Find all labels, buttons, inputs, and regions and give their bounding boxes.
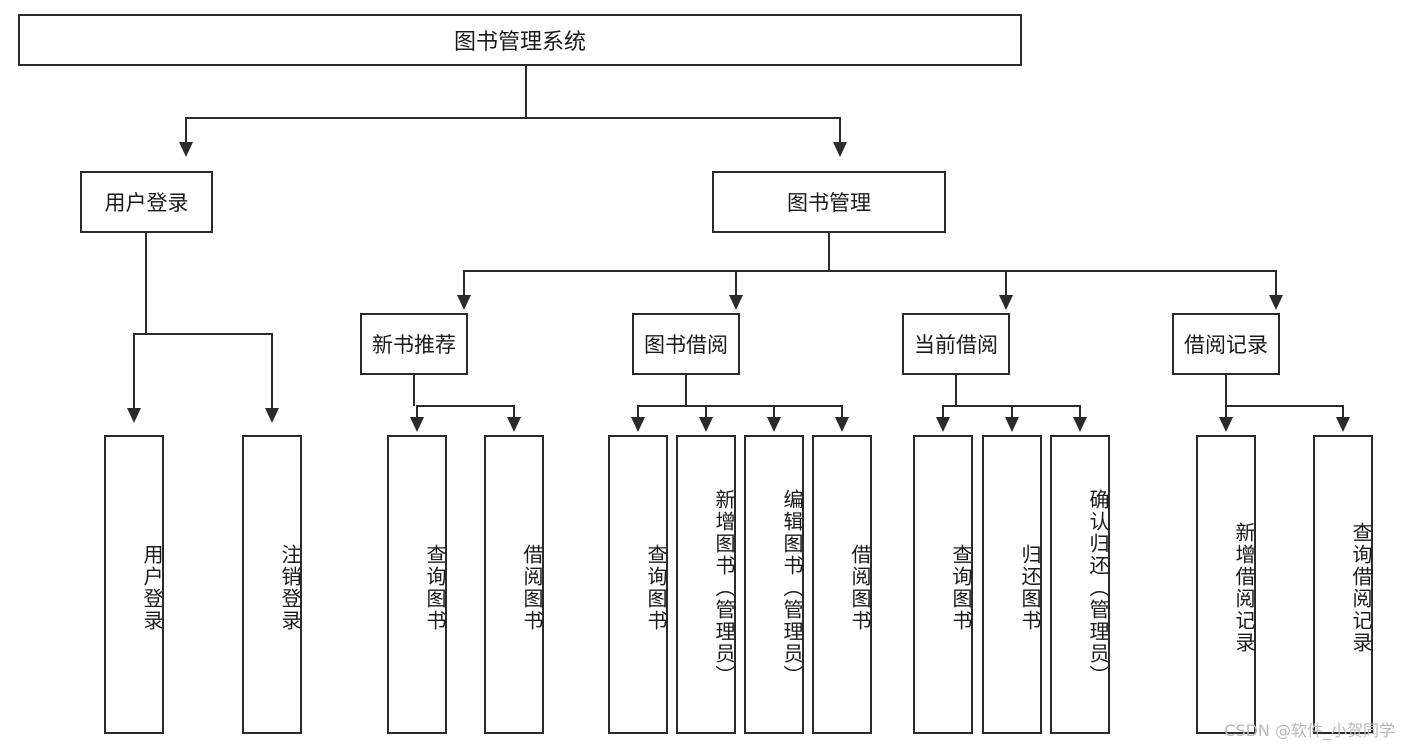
connector-borrow-record-leaf1 — [1225, 405, 1227, 419]
leaf-label: 归还图书 — [1018, 543, 1042, 632]
leaf-query-borrow-record[interactable]: 查询借阅记录 — [1313, 435, 1373, 734]
connector-new-books-bus — [416, 405, 514, 407]
leaf-label: 查询图书 — [644, 543, 668, 632]
node-root[interactable]: 图书管理系统 — [18, 14, 1022, 66]
arrow-to-borrow-record — [1269, 295, 1283, 310]
arrow-to-book-mgmt — [833, 142, 847, 157]
connector-current-borrow-stem — [955, 375, 957, 406]
connector-to-user-login — [185, 117, 187, 144]
connector-book-borrow-leaf1 — [637, 405, 639, 419]
connector-user-login-leaf2 — [271, 333, 273, 410]
connector-current-borrow-leaf1 — [942, 405, 944, 419]
connector-borrow-record-leaf2 — [1342, 405, 1344, 419]
arrow-current-borrow-leaf3 — [1073, 417, 1087, 432]
leaf-label: 新增借阅记录 — [1232, 521, 1256, 654]
leaf-label: 确认归还（管理员） — [1086, 488, 1110, 687]
leaf-add-book-admin[interactable]: 新增图书（管理员） — [676, 435, 736, 734]
node-borrow-record[interactable]: 借阅记录 — [1172, 313, 1280, 375]
node-book-borrow[interactable]: 图书借阅 — [632, 313, 740, 375]
leaf-query-books-current[interactable]: 查询图书 — [913, 435, 973, 734]
connector-book-borrow-bus — [637, 405, 842, 407]
connector-borrow-record-bus — [1225, 405, 1343, 407]
leaf-label: 查询借阅记录 — [1349, 521, 1373, 654]
connector-new-books-leaf1 — [416, 405, 418, 419]
connector-borrow-record-stem — [1225, 375, 1227, 406]
connector-root-stem — [525, 66, 527, 118]
leaf-query-books-borrow[interactable]: 查询图书 — [608, 435, 668, 734]
arrow-new-books-leaf2 — [507, 417, 521, 432]
connector-to-book-borrow — [735, 270, 737, 297]
connector-book-borrow-leaf4 — [841, 405, 843, 419]
arrow-user-login-leaf2 — [265, 408, 279, 423]
arrow-to-user-login — [179, 142, 193, 157]
connector-current-borrow-leaf3 — [1079, 405, 1081, 419]
connector-level2-bus — [463, 270, 1277, 272]
arrow-borrow-record-leaf1 — [1219, 417, 1233, 432]
watermark-text: CSDN @软件_小贺同学 — [1224, 721, 1395, 740]
node-book-management[interactable]: 图书管理 — [712, 171, 946, 233]
connector-new-books-stem — [413, 375, 415, 406]
leaf-borrow-books[interactable]: 借阅图书 — [812, 435, 872, 734]
arrow-to-book-borrow — [729, 295, 743, 310]
connector-book-borrow-leaf3 — [773, 405, 775, 419]
leaf-label: 用户登录 — [140, 543, 164, 632]
leaf-label: 借阅图书 — [848, 543, 872, 632]
arrow-book-borrow-leaf3 — [767, 417, 781, 432]
arrow-to-current-borrow — [999, 295, 1013, 310]
node-user-login[interactable]: 用户登录 — [80, 171, 213, 233]
connector-user-login-bus — [133, 333, 273, 335]
connector-to-book-mgmt — [839, 117, 841, 144]
leaf-add-borrow-record[interactable]: 新增借阅记录 — [1196, 435, 1256, 734]
arrow-book-borrow-leaf1 — [631, 417, 645, 432]
arrow-current-borrow-leaf1 — [936, 417, 950, 432]
arrow-borrow-record-leaf2 — [1336, 417, 1350, 432]
connector-book-borrow-stem — [685, 375, 687, 406]
arrow-book-borrow-leaf4 — [835, 417, 849, 432]
leaf-label: 借阅图书 — [520, 543, 544, 632]
leaf-return-books[interactable]: 归还图书 — [982, 435, 1042, 734]
leaf-label: 注销登录 — [278, 543, 302, 632]
arrow-user-login-leaf1 — [127, 408, 141, 423]
arrow-book-borrow-leaf2 — [699, 417, 713, 432]
connector-to-borrow-record — [1275, 270, 1277, 297]
connector-user-login-stem — [145, 233, 147, 334]
leaf-confirm-return-admin[interactable]: 确认归还（管理员） — [1050, 435, 1110, 734]
connector-level1-bus — [185, 117, 841, 119]
node-current-borrow[interactable]: 当前借阅 — [902, 313, 1010, 375]
connector-user-login-leaf1 — [133, 333, 135, 410]
connector-book-mgmt-stem — [828, 233, 830, 271]
leaf-label: 编辑图书（管理员） — [780, 488, 804, 687]
leaf-logout[interactable]: 注销登录 — [242, 435, 302, 734]
arrow-new-books-leaf1 — [410, 417, 424, 432]
leaf-label: 查询图书 — [949, 543, 973, 632]
connector-current-borrow-leaf2 — [1011, 405, 1013, 419]
leaf-label: 新增图书（管理员） — [712, 488, 736, 687]
connector-to-current-borrow — [1005, 270, 1007, 297]
leaf-label: 查询图书 — [423, 543, 447, 632]
connector-to-new-books — [463, 270, 465, 297]
leaf-user-login[interactable]: 用户登录 — [104, 435, 164, 734]
arrow-to-new-books — [457, 295, 471, 310]
arrow-current-borrow-leaf2 — [1005, 417, 1019, 432]
node-new-book-recommend[interactable]: 新书推荐 — [360, 313, 468, 375]
leaf-edit-book-admin[interactable]: 编辑图书（管理员） — [744, 435, 804, 734]
leaf-borrow-books-recommend[interactable]: 借阅图书 — [484, 435, 544, 734]
connector-book-borrow-leaf2 — [705, 405, 707, 419]
connector-new-books-leaf2 — [513, 405, 515, 419]
leaf-query-books-recommend[interactable]: 查询图书 — [387, 435, 447, 734]
